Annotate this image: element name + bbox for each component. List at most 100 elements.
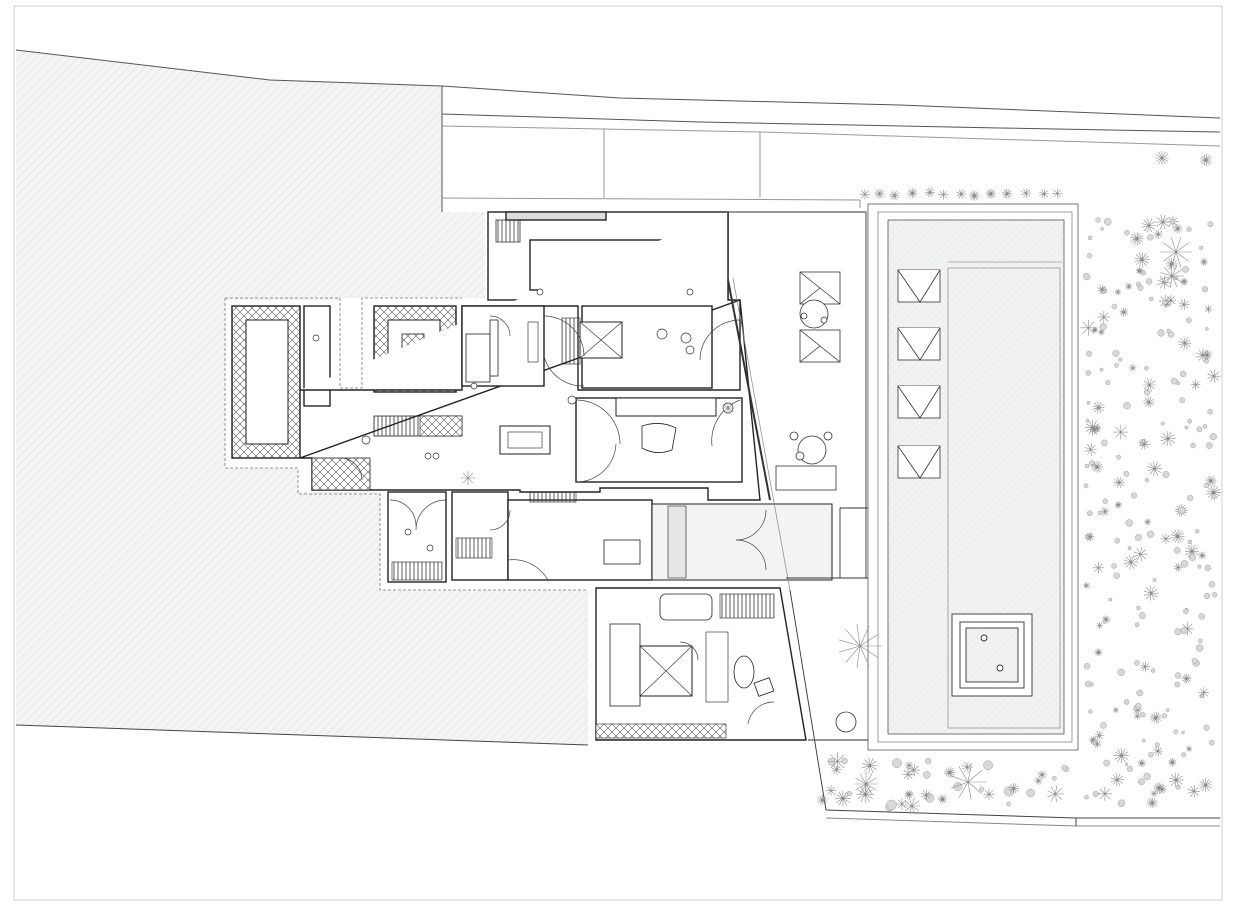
plant-icon [1130, 232, 1144, 246]
shrub-dot [1143, 772, 1151, 780]
shrub-dot [1117, 668, 1125, 676]
plant-icon [1204, 304, 1213, 314]
shrub-dot [1189, 554, 1196, 561]
shrub-dot [1150, 668, 1156, 673]
shrub-dot [1085, 370, 1092, 376]
shrub-dot [983, 760, 993, 770]
shrub-dot [1118, 357, 1123, 362]
plant-icon [1114, 501, 1122, 509]
shrub-dot [1190, 442, 1196, 449]
shrub-dot [1114, 363, 1119, 368]
plant-icon [1096, 622, 1104, 629]
shrub-dot [1126, 765, 1133, 772]
plant-icon [1037, 770, 1047, 779]
shrub-icon [985, 188, 996, 199]
shrub-dot [1111, 303, 1118, 310]
plant-icon [1207, 369, 1221, 384]
plant-icon [1150, 790, 1158, 798]
shrub-dot [1143, 389, 1151, 396]
shrub-dot [1146, 530, 1155, 538]
shrub-dot [1116, 454, 1121, 460]
plant-icon [1097, 310, 1110, 324]
plant-icon [903, 798, 921, 814]
plant-icon [1144, 518, 1152, 526]
shrub-dot [1175, 785, 1181, 790]
plant-icon [856, 785, 875, 804]
tree-icon [838, 624, 882, 668]
plant-icon [1135, 267, 1144, 275]
shrub-dot [1178, 506, 1186, 514]
shrub-icon [938, 189, 949, 200]
shrub-dot [1175, 672, 1182, 679]
shrub-dot [1204, 564, 1211, 571]
plant-icon [1185, 745, 1193, 752]
plant-icon [831, 764, 842, 775]
plant-icon [1098, 328, 1105, 336]
shrub-dot [1100, 227, 1104, 231]
plant-icon [835, 790, 851, 807]
tree-icon [1200, 153, 1212, 167]
shrub-dot [1154, 742, 1160, 748]
shrub-dot [1201, 286, 1209, 293]
shrub-dot [1166, 328, 1171, 334]
shrub-dot [1212, 592, 1218, 598]
shrub-dot [1124, 762, 1129, 767]
plant-icon [1178, 299, 1190, 311]
shrub-icon [889, 190, 900, 201]
shrub-dot [1117, 799, 1126, 807]
plant-icon [1142, 378, 1157, 392]
shrub-dot [1103, 759, 1110, 767]
plant-icon [862, 757, 878, 774]
plant-icon [1198, 778, 1213, 792]
shrub-dot [1161, 713, 1167, 719]
shrub-dot [1196, 644, 1204, 652]
plant-icon [1138, 759, 1146, 768]
plant-icon [1155, 214, 1171, 230]
building-walls [231, 211, 833, 741]
terrace-furniture [775, 271, 947, 733]
shrub-dot [1083, 663, 1091, 670]
plant-icon [1200, 258, 1208, 266]
shrub-dot [1179, 397, 1186, 404]
shrub-dot [1130, 492, 1137, 499]
shrub-dot [1168, 331, 1175, 338]
plant-icon [1089, 736, 1097, 744]
plant-icon [1128, 363, 1137, 372]
plant-icon [896, 798, 908, 810]
shrub-dot [1208, 581, 1215, 588]
plant-icon [1196, 348, 1209, 362]
shrub-dot [923, 771, 931, 779]
shrub-dot [1136, 605, 1141, 611]
shrub-dot [1191, 657, 1198, 664]
plant-icon [1168, 772, 1184, 788]
shrub-dot [1180, 560, 1189, 568]
plant-icon [1180, 277, 1188, 286]
shrub-dot [886, 799, 897, 811]
shrub-dot [1083, 272, 1091, 281]
shrub-dot [1135, 534, 1142, 541]
plant-icon [1187, 785, 1201, 798]
shrub-dot [1199, 245, 1204, 250]
plant-icon [722, 402, 734, 414]
shrub-dot [1170, 377, 1178, 385]
shrub-dot [979, 786, 985, 792]
plant-icon [1147, 461, 1163, 477]
shrub-dot [1123, 699, 1130, 705]
shrub-dot [1125, 519, 1133, 527]
shrub-dot [1084, 463, 1090, 469]
plant-icon [944, 766, 956, 779]
shrub-dot [1137, 284, 1144, 291]
shrub-dot [1114, 537, 1121, 544]
tree-icon [1155, 151, 1169, 165]
shrub-dot [1145, 278, 1153, 285]
shrub-dot [1174, 628, 1182, 636]
shrub-dot [1147, 234, 1154, 241]
shrub-dot [1083, 483, 1089, 489]
shrub-dot [1086, 350, 1092, 357]
shrub-dot [1187, 419, 1192, 424]
shrub-dot [1205, 442, 1213, 449]
plant-icon [461, 471, 475, 485]
plant-icon [1112, 706, 1120, 714]
plant-icon [1143, 585, 1159, 601]
